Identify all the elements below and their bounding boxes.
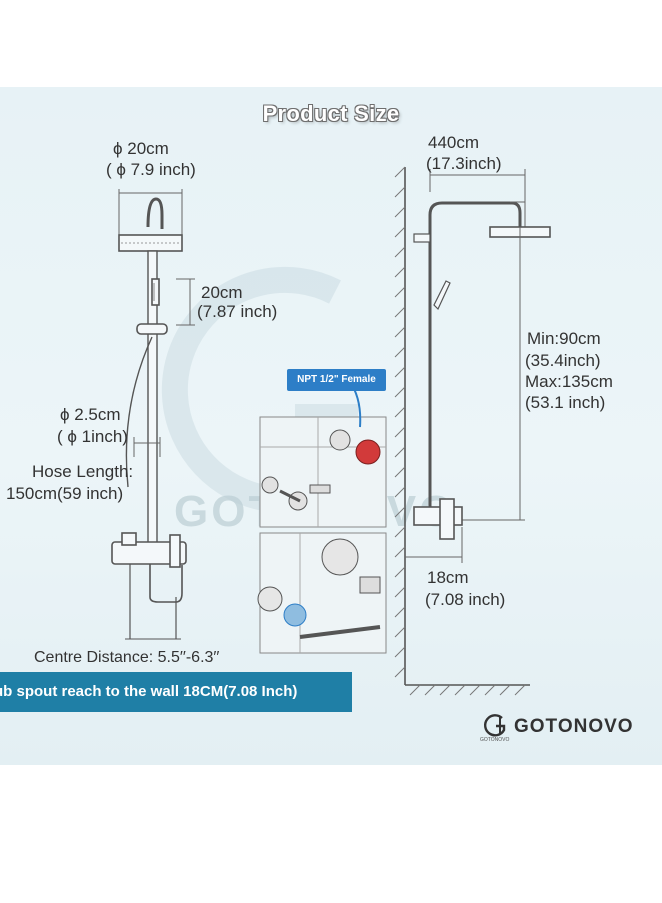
head-diameter-inch: ( ϕ 7.9 inch) [106, 160, 196, 179]
brand-name: GOTONOVO [514, 716, 634, 737]
hand-shower-length-cm: 20cm [201, 283, 243, 302]
centre-distance: Centre Distance: 5.5′′-6.3′′ [34, 649, 220, 666]
npt-female-tag: NPT 1/2" Female [287, 369, 386, 391]
height-max: Max:135cm [525, 372, 613, 391]
height-min: Min:90cm [527, 329, 601, 348]
head-diameter-cm: ϕ 20cm [113, 139, 169, 158]
shower-diagram [111, 166, 551, 696]
page-title: Product Size [262, 101, 400, 126]
product-size-panel: GOTONOVO [0, 87, 662, 765]
arm-length-cm: 440cm [428, 133, 480, 152]
gotonovo-logo-icon [483, 714, 506, 737]
arm-length-inch: (17.3inch) [426, 154, 502, 173]
hose-length-value: 150cm(59 inch) [6, 484, 124, 503]
side-view-shower [394, 166, 551, 696]
spout-length-inch: (7.08 inch) [425, 590, 506, 609]
height-min-inch: (35.4inch) [525, 351, 601, 370]
bar-diameter-cm: ϕ 2.5cm [60, 405, 121, 424]
spout-length-cm: 18cm [427, 568, 469, 587]
logo-caption: GOTONOVO [480, 737, 510, 743]
hose-length-label: Hose Length: [32, 462, 134, 481]
hand-shower-length-inch: (7.87 inch) [197, 302, 278, 321]
installation-inset [257, 416, 387, 654]
front-view-shower [111, 189, 195, 640]
spout-reach-banner: ub spout reach to the wall 18CM(7.08 Inc… [0, 672, 352, 712]
bar-diameter-inch: ( ϕ 1inch) [57, 427, 128, 446]
height-max-inch: (53.1 inch) [525, 393, 606, 412]
